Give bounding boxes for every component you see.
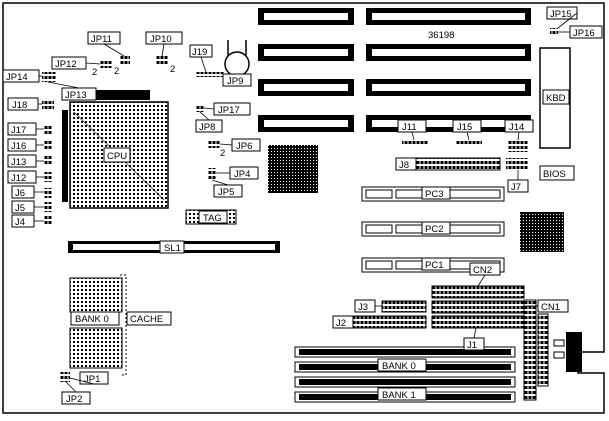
- chip-code: 36198: [428, 30, 454, 41]
- cn1-header: [431, 300, 525, 314]
- cache-sram-2: [69, 327, 123, 369]
- kbd-label: KBD: [546, 93, 566, 104]
- cpu-label: CPU: [107, 151, 127, 162]
- j8-header: [413, 157, 501, 171]
- j15-label: J15: [457, 122, 472, 133]
- jp13-label: JP13: [65, 90, 87, 101]
- jp14-label: JP14: [6, 72, 28, 83]
- jp11-label: JP11: [91, 34, 112, 45]
- j13-label: J13: [11, 157, 26, 168]
- jp17-label: JP17: [218, 105, 240, 116]
- j12-label: J12: [11, 173, 26, 184]
- j8-label: J8: [399, 160, 409, 171]
- j14-label: J14: [509, 122, 524, 133]
- chipset-ic-1: [268, 145, 318, 193]
- cn2-header: [431, 285, 525, 299]
- j3-header: [381, 300, 427, 313]
- j5-label: J5: [15, 203, 25, 214]
- jp1-label: JP1: [84, 374, 100, 385]
- jp6-pin: 2: [220, 148, 225, 159]
- j3-label: J3: [358, 302, 368, 313]
- pc2-label: PC2: [425, 224, 443, 235]
- cache-label: CACHE: [130, 314, 163, 325]
- j1-header: [431, 315, 525, 329]
- jp10-label: JP10: [150, 34, 172, 45]
- jp8-label: JP8: [199, 122, 215, 133]
- j2-label: J2: [336, 318, 346, 329]
- jp12-label: JP12: [55, 59, 77, 70]
- jp9-label: JP9: [227, 76, 243, 87]
- bank0-left-label: BANK 0: [75, 314, 109, 325]
- cn2-label: CN2: [473, 265, 492, 276]
- j2-header: [351, 315, 427, 329]
- jp19-label: J19: [192, 47, 207, 58]
- cache-sram-1: [69, 277, 123, 313]
- pc1-label: PC1: [425, 260, 443, 271]
- chipset-ic-2: [520, 212, 564, 252]
- j7-label: J7: [511, 182, 521, 193]
- j11-label: J11: [402, 122, 417, 133]
- bios-label: BIOS: [543, 169, 566, 180]
- j16-label: J16: [11, 141, 26, 152]
- expansion-slots: [258, 8, 531, 132]
- jp16-label: JP16: [573, 28, 595, 39]
- jp11-pin: 2: [114, 66, 119, 77]
- sl1-label: SL1: [164, 243, 181, 254]
- jp2-label: JP2: [66, 394, 82, 405]
- jp12-pin: 2: [92, 67, 97, 78]
- small-jumpers: [42, 28, 558, 382]
- jp5-label: JP5: [218, 187, 234, 198]
- j6-label: J6: [15, 188, 25, 199]
- pc3-label: PC3: [425, 189, 443, 200]
- jp15-label: JP15: [550, 9, 572, 20]
- bank0-simm-label: BANK 0: [382, 361, 416, 372]
- bank1-simm-label: BANK 1: [382, 390, 416, 401]
- labels: JP15 JP16 JP10 2 JP11 2 JP12 2 J19 JP9 J…: [2, 6, 603, 405]
- cn1-label: CN1: [541, 302, 560, 313]
- j1-label: J1: [467, 340, 477, 351]
- jp6-label: JP6: [236, 141, 252, 152]
- power-connector: [566, 332, 582, 372]
- j18-label: J18: [12, 100, 27, 111]
- jp4-label: JP4: [234, 169, 250, 180]
- tag-label: TAG: [203, 213, 222, 224]
- leader-lines: [34, 12, 578, 393]
- j17-label: J17: [11, 125, 26, 136]
- jp10-pin: 2: [170, 64, 175, 75]
- j4-label: J4: [15, 217, 25, 228]
